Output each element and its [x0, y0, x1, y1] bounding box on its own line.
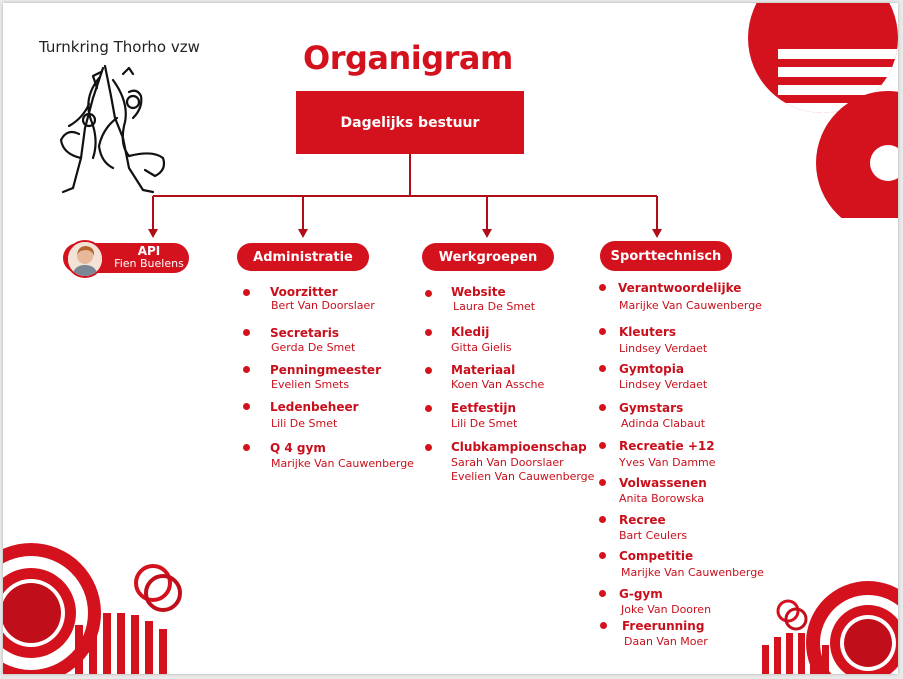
role-label: Recree — [619, 513, 666, 527]
bullet-dot — [599, 590, 606, 597]
bullet-dot — [425, 367, 432, 374]
role-label: Ledenbeheer — [270, 400, 359, 414]
role-label: Freerunning — [622, 619, 705, 633]
person-name: Bart Ceulers — [619, 529, 688, 542]
arrowhead-api — [148, 229, 158, 238]
main-box-label: Dagelijks bestuur — [340, 114, 480, 131]
person-name: Lindsey Verdaet — [619, 378, 708, 391]
person-name: Daan Van Moer — [624, 635, 708, 648]
role-label: Penningmeester — [270, 363, 381, 377]
arrowhead-werkgroepen — [482, 229, 492, 238]
bullet-dot — [243, 403, 250, 410]
role-label: Voorzitter — [270, 285, 338, 299]
arrowhead-sporttechnisch — [652, 229, 662, 238]
role-label: G-gym — [619, 587, 663, 601]
bullet-dot — [243, 366, 250, 373]
bullet-dot — [243, 444, 250, 451]
person-name: Koen Van Assche — [451, 378, 545, 391]
decor-top-right — [748, 3, 898, 218]
role-label: Recreatie +12 — [619, 439, 715, 453]
organigram-canvas: Turnkring Thorho vzw Organigram Dagelijk… — [3, 3, 898, 674]
api-role: API — [137, 244, 161, 258]
bullet-dot — [425, 329, 432, 336]
person-name: Evelien Van Cauwenberge — [451, 470, 595, 483]
bullet-dot — [599, 284, 606, 291]
person-icon — [68, 242, 102, 276]
person-name: Joke Van Dooren — [621, 603, 712, 616]
pill-werkgroepen: Werkgroepen — [422, 243, 554, 271]
avatar — [66, 240, 104, 278]
bullet-dot — [599, 365, 606, 372]
role-label: Kledij — [451, 325, 490, 339]
role-label: Competitie — [619, 549, 694, 563]
person-name: Marijke Van Cauwenberge — [271, 457, 414, 470]
decor-bottom-left — [3, 543, 182, 674]
api-name: Fien Buelens — [114, 257, 184, 270]
role-label: Volwassenen — [619, 476, 707, 490]
connector-lines — [148, 154, 662, 238]
club-name: Turnkring Thorho vzw — [39, 38, 200, 56]
person-name: Yves Van Damme — [619, 456, 716, 469]
person-name: Lili De Smet — [271, 417, 338, 430]
role-label: Website — [451, 285, 506, 299]
bullet-dot — [425, 290, 432, 297]
person-name: Bert Van Doorslaer — [271, 299, 375, 312]
role-label: Secretaris — [270, 326, 339, 340]
arrowhead-administratie — [298, 229, 308, 238]
role-label: Materiaal — [451, 363, 516, 377]
bullet-dot — [599, 328, 606, 335]
decor-bottom-right — [762, 581, 898, 674]
page-title: Organigram — [303, 39, 513, 77]
role-label: Q 4 gym — [270, 441, 326, 455]
pill-label: Sporttechnisch — [610, 248, 722, 264]
gymnast-logo — [59, 64, 166, 194]
person-name: Gitta Gielis — [451, 341, 512, 354]
person-name: Anita Borowska — [619, 492, 705, 505]
role-label: Gymstars — [619, 401, 684, 415]
pill-label: Werkgroepen — [438, 249, 538, 265]
pill-sporttechnisch: Sporttechnisch — [600, 241, 732, 271]
bullet-dot — [599, 404, 606, 411]
person-name: Lili De Smet — [451, 417, 518, 430]
role-label: Kleuters — [619, 325, 677, 339]
role-label: Eetfestijn — [451, 401, 517, 415]
role-label: Clubkampioenschap — [451, 440, 587, 454]
role-label: Gymtopia — [619, 362, 684, 376]
bullet-dot — [599, 479, 606, 486]
person-name: Lindsey Verdaet — [619, 342, 708, 355]
person-name: Evelien Smets — [271, 378, 350, 391]
person-name: Laura De Smet — [453, 300, 536, 313]
dagelijks-bestuur-box: Dagelijks bestuur — [296, 91, 524, 154]
bullet-dot — [600, 622, 607, 629]
bullet-dot — [243, 289, 250, 296]
bullet-dot — [599, 442, 606, 449]
pill-administratie: Administratie — [237, 243, 369, 271]
person-name: Adinda Clabaut — [621, 417, 706, 430]
bullet-dot — [599, 552, 606, 559]
person-name: Marijke Van Cauwenberge — [619, 299, 762, 312]
person-name: Sarah Van Doorslaer — [451, 456, 564, 469]
bullet-dot — [425, 444, 432, 451]
bullet-dot — [599, 516, 606, 523]
person-name: Gerda De Smet — [271, 341, 356, 354]
bullet-dot — [243, 329, 250, 336]
person-name: Marijke Van Cauwenberge — [621, 566, 764, 579]
role-label: Verantwoordelijke — [618, 281, 742, 295]
bullet-dot — [425, 405, 432, 412]
pill-label: Administratie — [253, 249, 353, 265]
